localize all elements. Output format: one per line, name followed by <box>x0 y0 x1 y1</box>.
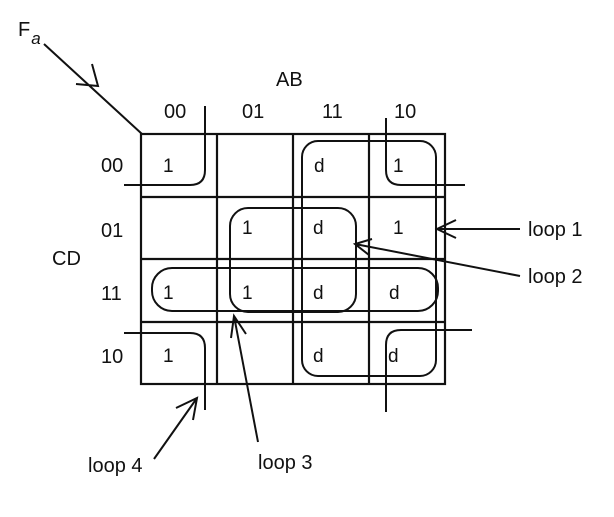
cell-r1-c3: 1 <box>393 218 404 239</box>
row-label-10: 10 <box>101 346 123 368</box>
cell-r2-c1: 1 <box>242 283 253 304</box>
cell-r2-c3: d <box>389 283 400 304</box>
cell-r3-c0: 1 <box>163 346 174 367</box>
loop-1-outline <box>301 140 437 377</box>
col-label-01: 01 <box>242 101 264 123</box>
loop-1-label: loop 1 <box>528 219 583 241</box>
loop-2-arrow <box>352 238 521 277</box>
cell-r0-c0: 1 <box>163 156 174 177</box>
cell-r0-c2: d <box>314 156 325 177</box>
col-label-10: 10 <box>394 101 416 123</box>
function-pointer-arrow <box>43 43 143 135</box>
row-label-00: 00 <box>101 155 123 177</box>
function-label: Fa <box>18 19 41 48</box>
loop-3-outline <box>151 267 439 312</box>
loop-4-top-left-corner <box>124 106 206 186</box>
loop-4-bottom-right-corner <box>385 329 472 412</box>
row-label-01: 01 <box>101 220 123 242</box>
row-label-11: 11 <box>101 283 122 305</box>
cell-values: 1 d 1 1 d 1 1 1 d d 1 d d <box>163 156 404 367</box>
cell-r0-c3: 1 <box>393 156 404 177</box>
loop-3-arrow <box>230 313 259 443</box>
map-grid <box>139 132 447 386</box>
loop-4-arrow <box>153 396 199 460</box>
ab-axis-label: AB <box>276 69 303 91</box>
cell-r2-c0: 1 <box>163 283 174 304</box>
loop-4-bottom-left-corner <box>124 332 206 410</box>
col-label-11: 11 <box>322 101 343 123</box>
loop-2-label: loop 2 <box>528 266 583 288</box>
cell-r3-c3: d <box>388 346 399 367</box>
cell-r3-c2: d <box>313 346 324 367</box>
loop-3-label: loop 3 <box>258 452 313 474</box>
col-label-00: 00 <box>164 101 186 123</box>
loop-1-arrow <box>434 219 520 239</box>
loop-4-top-right-corner <box>385 118 465 186</box>
cd-axis-label: CD <box>52 248 81 270</box>
cell-r1-c2: d <box>313 218 324 239</box>
cell-r2-c2: d <box>313 283 324 304</box>
function-subscript: a <box>31 29 40 48</box>
cell-r1-c1: 1 <box>242 218 253 239</box>
loop-4-label: loop 4 <box>88 455 143 477</box>
